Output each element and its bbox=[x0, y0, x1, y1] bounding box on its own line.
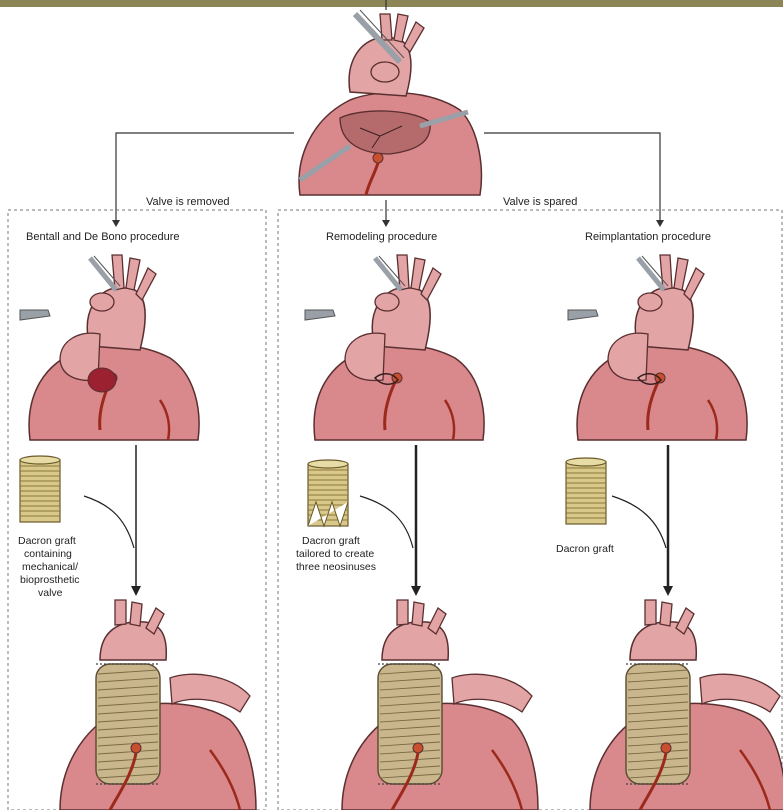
graft-caption-remodeling: Dacron graft tailored to create three ne… bbox=[296, 535, 377, 573]
diseased-valve-bentall bbox=[88, 368, 116, 392]
graft-caption-bentall: Dacron graft containing mechanical/ biop… bbox=[18, 535, 82, 599]
repaired-heart-bentall bbox=[60, 600, 256, 810]
procedure-title-reimplantation: Reimplantation procedure bbox=[585, 231, 711, 243]
procedure-title-remodeling: Remodeling procedure bbox=[326, 231, 437, 243]
procedure-arrowheads bbox=[131, 586, 673, 596]
graft-caption-reimplantation: Dacron graft bbox=[556, 543, 614, 555]
heart-illustration-reimplantation bbox=[568, 255, 747, 440]
top-illustration bbox=[299, 10, 481, 195]
heart-illustration-bentall bbox=[20, 255, 199, 440]
flow-arrowheads bbox=[112, 220, 664, 227]
branch-label-removed: Valve is removed bbox=[146, 196, 230, 208]
procedure-title-bentall: Bentall and De Bono procedure bbox=[26, 231, 180, 243]
heart-illustration-remodeling bbox=[305, 255, 484, 440]
dacron-graft-remodeling bbox=[308, 460, 348, 526]
dacron-graft-bentall bbox=[20, 456, 60, 522]
repaired-heart-reimplantation bbox=[590, 600, 783, 810]
dacron-graft-reimplantation bbox=[566, 458, 606, 524]
branch-label-spared: Valve is spared bbox=[503, 196, 577, 208]
repaired-heart-remodeling bbox=[342, 600, 538, 810]
